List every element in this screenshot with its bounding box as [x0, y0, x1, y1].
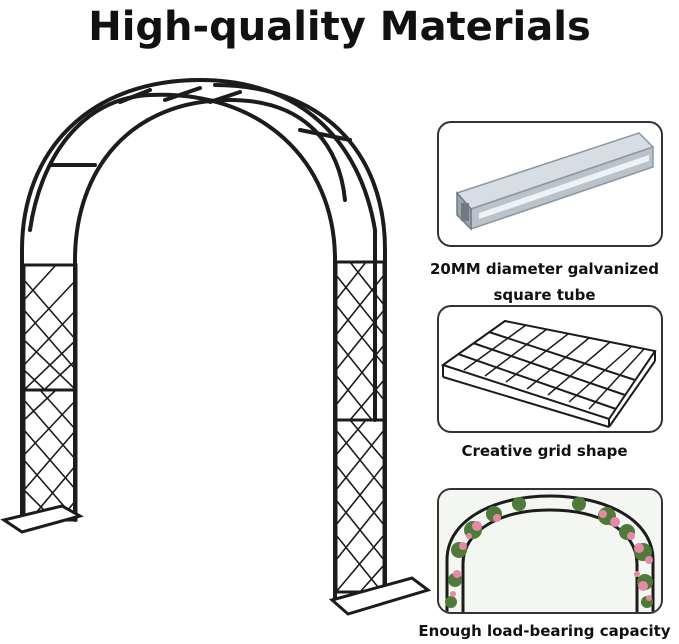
feature-caption-load: Enough load-bearing capacity — [410, 618, 679, 644]
page-title: High-quality Materials — [88, 4, 591, 50]
feature-caption-grid: Creative grid shape — [410, 438, 679, 464]
caption-line: Enough load-bearing capacity — [418, 622, 671, 640]
caption-line: 20MM diameter galvanized — [429, 260, 660, 278]
caption-line: Creative grid shape — [461, 442, 628, 460]
garden-arch-image — [0, 77, 432, 616]
grid-panel-image — [440, 319, 657, 428]
feature-caption-tube: 20MM diameter galvanized square tube — [410, 256, 679, 308]
caption-line: square tube — [493, 286, 596, 304]
feature-panel-grid — [437, 305, 663, 433]
feature-panel-tube — [437, 121, 663, 247]
rose-arch-image — [439, 490, 661, 612]
feature-panel-load — [437, 488, 663, 614]
galvanized-tube-image — [455, 132, 655, 231]
